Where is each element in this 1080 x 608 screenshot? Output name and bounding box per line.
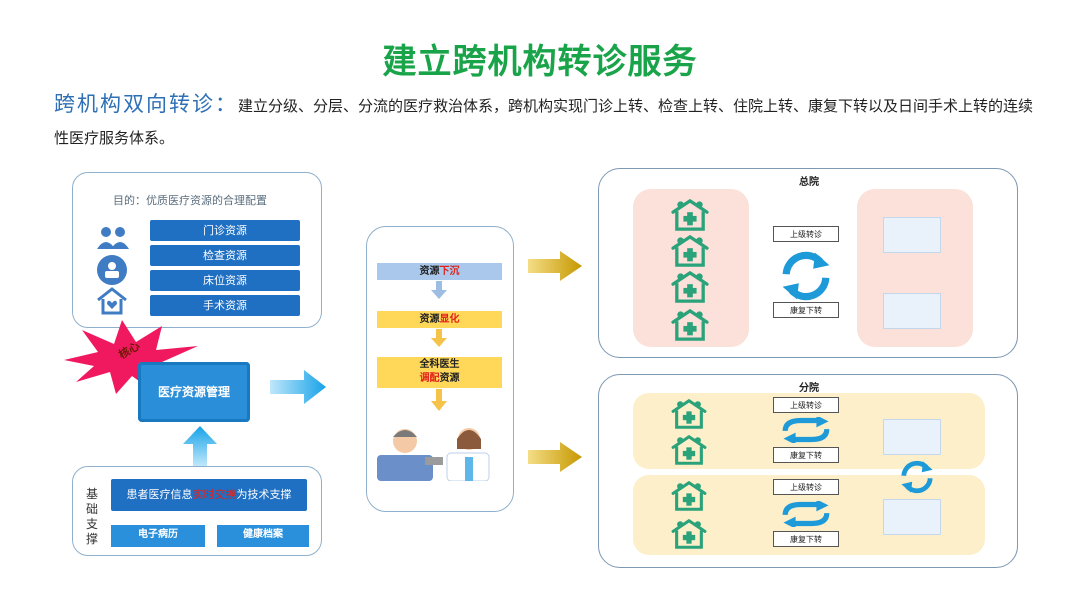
resource-bar-outpatient: 门诊资源 [150,220,300,241]
general-left-block [633,189,749,347]
referral-cycle-icon [779,501,833,527]
arrow-up-icon [183,426,217,466]
hospital-system-icon [883,419,941,455]
page-title: 建立跨机构转诊服务 [382,42,698,82]
intro-paragraph: 跨机构双向转诊：建立分级、分层、分流的医疗救治体系，跨机构实现门诊上转、检查上转… [54,88,1034,154]
general-hospital-panel: 总院 上级转诊 康复下转 [598,168,1018,358]
flow-step-gp: 全科医生 调配资源 [377,357,502,388]
base-health-record: 健康档案 [217,525,309,547]
hospital-icon [669,435,709,465]
hospital-icon [670,199,710,231]
flow-step-sink: 资源下沉 [377,263,502,280]
arrow-right-icon [270,370,326,404]
referral-cycle-icon [779,417,833,443]
intro-lead: 跨机构双向转诊： [54,92,238,116]
base-support-panel: 基 础 支 撑 患者医疗信息实时交换为技术支撑 电子病历 健康档案 [72,466,322,556]
flow-step-visible: 资源显化 [377,311,502,328]
branch-up-referral-2: 上级转诊 [773,479,839,495]
doctor-patient-illustration [377,428,490,481]
hospital-system-icon [883,293,941,329]
resource-bar-surgery: 手术资源 [150,295,300,316]
branch-hospital-panel: 分院 上级转诊 康复下转 上级转诊 康复下转 [598,374,1018,568]
hospital-icon [670,309,710,341]
referral-cycle-icon [779,249,833,303]
base-side-label: 基 础 支 撑 [85,487,98,546]
arrow-to-branch-icon [528,442,582,472]
base-emr: 电子病历 [111,525,205,547]
hospital-icon [669,519,709,549]
referral-cycle-icon [899,459,935,495]
hospital-system-icon [883,217,941,253]
general-down-referral: 康复下转 [773,302,839,318]
general-up-referral: 上级转诊 [773,226,839,242]
branch-up-referral-1: 上级转诊 [773,397,839,413]
arrow-to-general-icon [528,251,582,281]
goal-text: 目的：优质医疗资源的合理配置 [113,194,267,207]
hospital-icon [670,235,710,267]
core-resource-management: 医疗资源管理 [138,362,250,422]
heart-house-icon [95,287,129,319]
branch-down-referral-1: 康复下转 [773,447,839,463]
branch-row-2: 上级转诊 康复下转 [633,475,985,555]
flow-arrow-down-2 [431,329,447,347]
hospital-icon [670,271,710,303]
base-info-bar: 患者医疗信息实时交换为技术支撑 [111,479,307,511]
people-group-icon [96,223,129,253]
core-starburst [64,320,198,394]
flow-panel: 资源下沉 资源显化 全科医生 调配资源 [366,226,514,512]
branch-down-referral-2: 康复下转 [773,531,839,547]
resource-bar-examination: 检查资源 [150,245,300,266]
branch-hospital-label: 分院 [799,383,819,394]
flow-arrow-down-3 [431,389,447,411]
goal-panel: 目的：优质医疗资源的合理配置 门诊资源 检查资源 床位资源 手术资源 [72,172,322,328]
resource-bar-bed: 床位资源 [150,270,300,291]
hospital-icon [669,481,709,511]
bed-icon [97,255,127,285]
hospital-system-icon [883,499,941,535]
general-right-block [857,189,973,347]
general-hospital-label: 总院 [799,177,819,188]
flow-arrow-down-1 [431,281,447,299]
intro-text: 建立分级、分层、分流的医疗救治体系，跨机构实现门诊上转、检查上转、住院上转、康复… [54,97,1034,147]
hospital-icon [669,399,709,429]
